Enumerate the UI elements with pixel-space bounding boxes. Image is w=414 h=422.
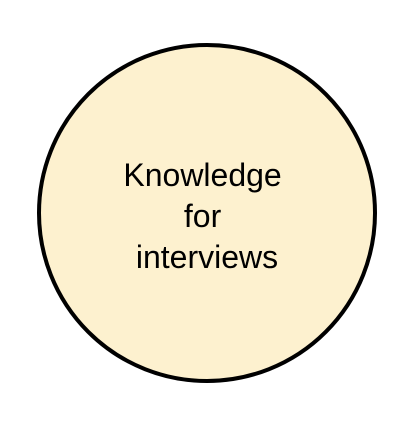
node-label-line-3: interviews: [136, 239, 278, 275]
node-label-line-2: for: [184, 198, 222, 234]
node-circle[interactable]: [37, 43, 377, 383]
node-label: Knowledge for interviews: [123, 157, 290, 275]
node-label-line-1: Knowledge: [123, 157, 281, 193]
